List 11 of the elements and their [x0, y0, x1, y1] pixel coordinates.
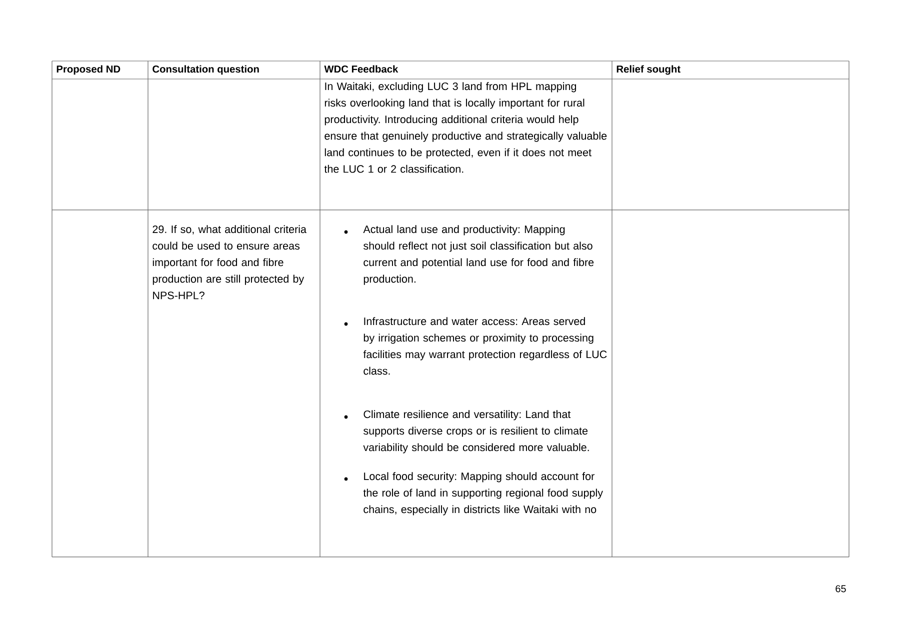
bullet-item: Local food security: Mapping should account for the role of land in supporting regional food supply chains, especially in districts like Waitaki with no: [344, 472, 603, 516]
bullet-item: Climate resilience and versatility: Land that supports diverse crops or is resilient to climate variability should be considered more valuable.: [344, 410, 589, 454]
bullet-item: Actual land use and productivity: Mapping should reflect not just soil classification but also current and potential land use for food and fibre production.: [344, 225, 594, 285]
table-cell-text: In Waitaki, excluding LUC 3 land from HPL mapping risks overlooking land that is locally important for rural productivity. Introducing additional criteria would help ensure that genuinely productive and strategically valuable land continues to be protected, even if it does not meet the LUC 1 or 2 classification.: [324, 82, 607, 173]
column-header: Relief sought: [616, 65, 680, 75]
table-cell-text: 29. If so, what additional criteria could be used to ensure areas important for food and fibre production are still protected by NPS-HPL?: [152, 225, 306, 300]
column-header: Consultation question: [152, 65, 259, 75]
column-header: WDC Feedback: [324, 65, 398, 73]
bullet-item: Infrastructure and water access: Areas served by irrigation schemes or proximity to processing facilities may warrant protection regardless of LUC class.: [344, 317, 607, 375]
page-number: 65: [836, 585, 846, 592]
column-header: Proposed ND: [56, 65, 120, 75]
